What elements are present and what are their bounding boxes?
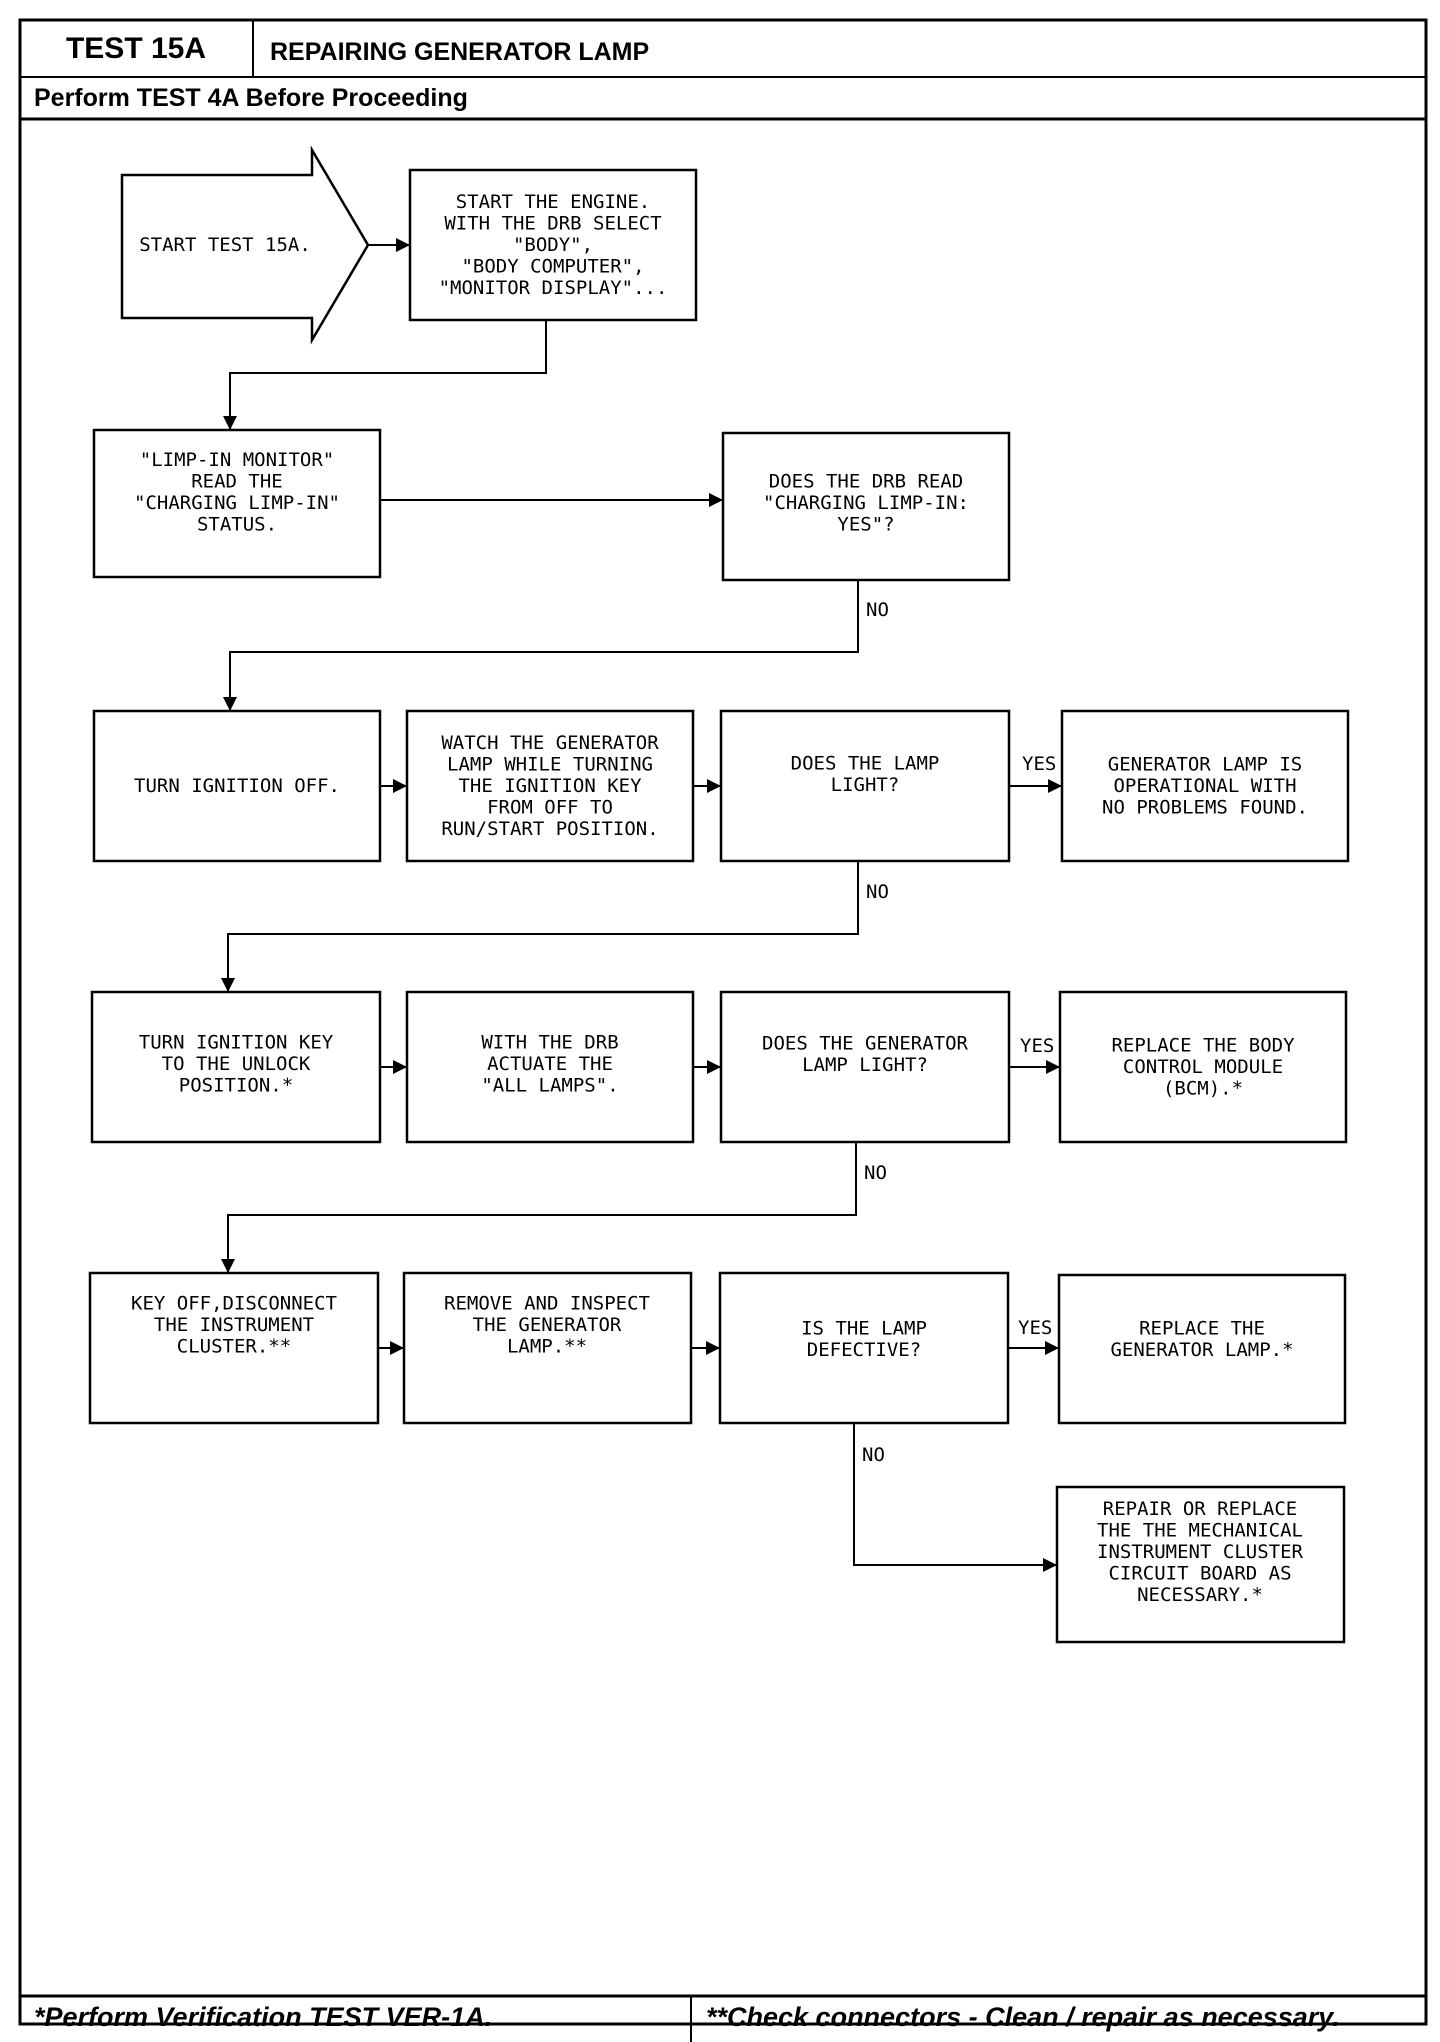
label-yes-2: YES bbox=[1020, 1035, 1054, 1057]
step-turn-ignition-off: TURN IGNITION OFF. bbox=[92, 709, 382, 863]
outer-frame bbox=[18, 18, 1428, 2026]
box-text-line: THE GENERATOR bbox=[473, 1314, 622, 1336]
box-text-line: "LIMP-IN MONITOR" bbox=[140, 449, 334, 471]
box-text-line: WITH THE DRB bbox=[481, 1032, 618, 1054]
box-text-line: KEY OFF,DISCONNECT bbox=[131, 1293, 337, 1315]
box-text-line: RUN/START POSITION. bbox=[441, 818, 658, 840]
box-text-line: THE INSTRUMENT bbox=[154, 1314, 314, 1336]
box-text-line: DOES THE LAMP bbox=[791, 752, 940, 774]
box-text-line: TURN IGNITION KEY bbox=[139, 1032, 334, 1054]
box-text-line: START TEST 15A. bbox=[139, 234, 311, 256]
box-text-line: REPLACE THE bbox=[1139, 1317, 1265, 1339]
box-text-line: IS THE LAMP bbox=[801, 1317, 927, 1339]
label-no-2: NO bbox=[866, 881, 889, 903]
flow-connectors bbox=[221, 238, 1062, 1572]
box-text-line: TURN IGNITION OFF. bbox=[134, 775, 340, 797]
start-label: START TEST 15A. bbox=[139, 234, 311, 256]
box-text-line: "BODY", bbox=[513, 234, 593, 256]
label-no-1: NO bbox=[866, 599, 889, 621]
box-text-line: LAMP WHILE TURNING bbox=[447, 754, 653, 776]
box-text-line: LIGHT? bbox=[831, 774, 900, 796]
label-yes-3: YES bbox=[1018, 1317, 1052, 1339]
box-text-line: DOES THE DRB READ bbox=[769, 471, 963, 493]
step-start-engine: START THE ENGINE.WITH THE DRB SELECT"BOD… bbox=[408, 168, 698, 322]
footer-connectors-note: **Check connectors - Clean / repair as n… bbox=[706, 2002, 1340, 2032]
test-id: TEST 15A bbox=[66, 32, 206, 65]
box-text-line: DOES THE GENERATOR bbox=[762, 1032, 968, 1054]
box-text-line: "CHARGING LIMP-IN: bbox=[763, 492, 969, 514]
box-text-line: REPLACE THE BODY bbox=[1111, 1035, 1295, 1057]
box-text-line: GENERATOR LAMP IS bbox=[1108, 754, 1302, 776]
box-text-line: REPAIR OR REPLACE bbox=[1103, 1498, 1297, 1520]
box-text-line: CLUSTER.** bbox=[177, 1336, 291, 1358]
box-text-line: OPERATIONAL WITH bbox=[1113, 775, 1296, 797]
decision-charging-limp-in: DOES THE DRB READ"CHARGING LIMP-IN:YES"? bbox=[721, 431, 1011, 582]
box-text-line: GENERATOR LAMP.* bbox=[1110, 1339, 1293, 1361]
box-text-line: TO THE UNLOCK bbox=[162, 1053, 311, 1075]
box-text-line: CONTROL MODULE bbox=[1123, 1056, 1283, 1078]
box-text-line: "MONITOR DISPLAY"... bbox=[439, 277, 668, 299]
label-no-3: NO bbox=[864, 1162, 887, 1184]
step-read-limp-in-status: "LIMP-IN MONITOR"READ THE"CHARGING LIMP-… bbox=[92, 428, 382, 579]
box-text-line: LAMP.** bbox=[507, 1336, 587, 1358]
box-text-line: WATCH THE GENERATOR bbox=[441, 732, 659, 754]
box-text-line: "BODY COMPUTER", bbox=[461, 256, 644, 278]
box-text-line: ACTUATE THE bbox=[487, 1053, 613, 1075]
prerequisite-note: Perform TEST 4A Before Proceeding bbox=[34, 84, 468, 112]
box-text-line: LAMP LIGHT? bbox=[802, 1054, 928, 1076]
box-text-line: "CHARGING LIMP-IN" bbox=[134, 492, 340, 514]
box-text-line: THE THE MECHANICAL bbox=[1097, 1520, 1303, 1542]
box-text-line: DEFECTIVE? bbox=[807, 1339, 921, 1361]
box-text-line: START THE ENGINE. bbox=[456, 191, 650, 213]
box-text-line: NO PROBLEMS FOUND. bbox=[1102, 797, 1308, 819]
footer-verification-note: *Perform Verification TEST VER-1A. bbox=[34, 2002, 492, 2032]
box-text-line: THE IGNITION KEY bbox=[458, 775, 642, 797]
box-text-line: YES"? bbox=[837, 514, 894, 536]
box-text-line: WITH THE DRB SELECT bbox=[444, 213, 661, 235]
box-text-line: (BCM).* bbox=[1163, 1078, 1243, 1100]
box-text-line: POSITION.* bbox=[179, 1075, 293, 1097]
box-text-line: FROM OFF TO bbox=[487, 797, 613, 819]
box-text-line: READ THE bbox=[191, 470, 283, 492]
box-text-line: NECESSARY.* bbox=[1137, 1584, 1263, 1606]
start-arrow-shape bbox=[120, 145, 370, 345]
label-no-4: NO bbox=[862, 1444, 885, 1466]
label-yes-1: YES bbox=[1022, 753, 1056, 775]
box-text-line: INSTRUMENT CLUSTER bbox=[1097, 1541, 1303, 1563]
box-text-line: STATUS. bbox=[197, 513, 277, 535]
box-text-line: "ALL LAMPS". bbox=[481, 1075, 618, 1097]
box-text-line: CIRCUIT BOARD AS bbox=[1108, 1563, 1291, 1585]
test-title: REPAIRING GENERATOR LAMP bbox=[270, 38, 649, 66]
box-text-line: REMOVE AND INSPECT bbox=[444, 1293, 650, 1315]
